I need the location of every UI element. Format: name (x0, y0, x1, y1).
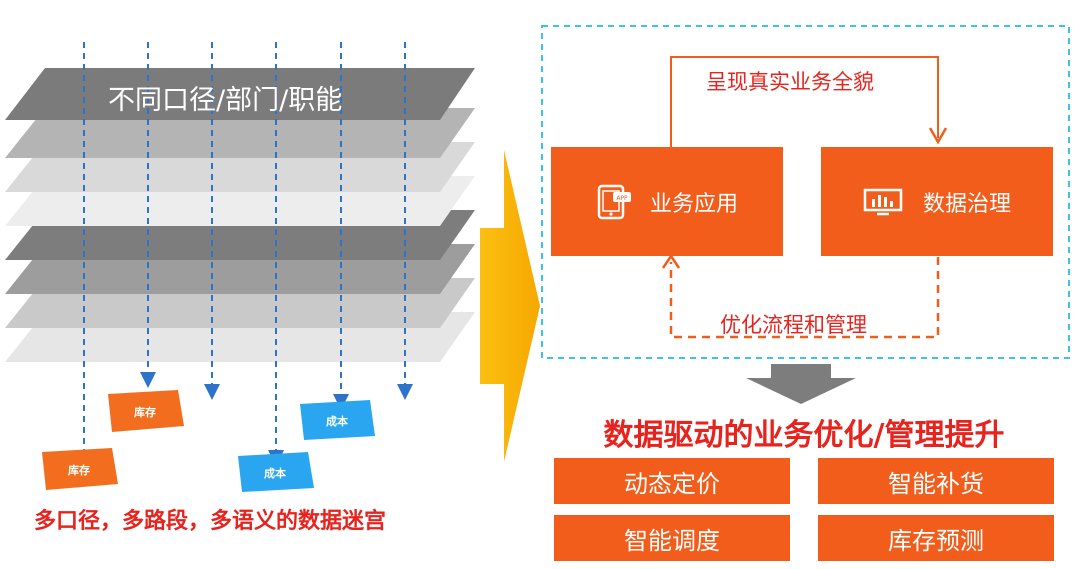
blue-dashed-arrows (76, 42, 413, 476)
layer-stack (5, 68, 475, 362)
bottom-flow-arrowhead (661, 253, 681, 269)
dashed-container (541, 25, 1070, 359)
data-governance-box: 数据治理 (821, 147, 1053, 256)
bottom-flow-label: 优化流程和管理 (720, 313, 867, 337)
inventory-tag-2: 库存 (68, 464, 90, 477)
outcome-dynamic-pricing: 动态定价 (554, 458, 790, 504)
gray-down-arrow (746, 364, 856, 404)
cost-tag-2: 成本 (264, 467, 286, 480)
outcome-smart-replenishment: 智能补货 (818, 458, 1054, 504)
layer-1-top (5, 68, 475, 120)
top-flow-arrowhead (928, 127, 948, 145)
left-caption: 多口径，多路段，多语义的数据迷宫 (34, 509, 387, 534)
cost-tag-1: 成本 (326, 415, 348, 428)
tablet-app-icon: APP (597, 184, 631, 219)
cost-tag-2-shape (238, 452, 314, 492)
top-flow-label: 呈现真实业务全貌 (706, 70, 874, 94)
layer-2 (5, 108, 475, 158)
top-flow-arrow (670, 56, 939, 150)
outcome-inventory-forecast: 库存预测 (818, 515, 1054, 561)
business-app-label: 业务应用 (649, 191, 738, 217)
yellow-transition-arrow (480, 150, 540, 462)
data-governance-label: 数据治理 (922, 191, 1011, 217)
inventory-tag-1: 库存 (134, 406, 156, 419)
bottom-flow-arrow (669, 257, 940, 339)
inventory-tag-2-shape (42, 448, 118, 490)
cost-tag-1-shape (300, 400, 375, 440)
svg-text:APP: APP (616, 195, 628, 202)
business-app-box: APP 业务应用 (551, 147, 783, 256)
outcome-smart-scheduling: 智能调度 (554, 515, 790, 561)
monitor-chart-icon (863, 188, 903, 215)
inventory-tag-1-shape (108, 390, 184, 432)
headline: 数据驱动的业务优化/管理提升 (603, 418, 1005, 453)
top-layer-label: 不同口径/部门/职能 (108, 85, 343, 116)
